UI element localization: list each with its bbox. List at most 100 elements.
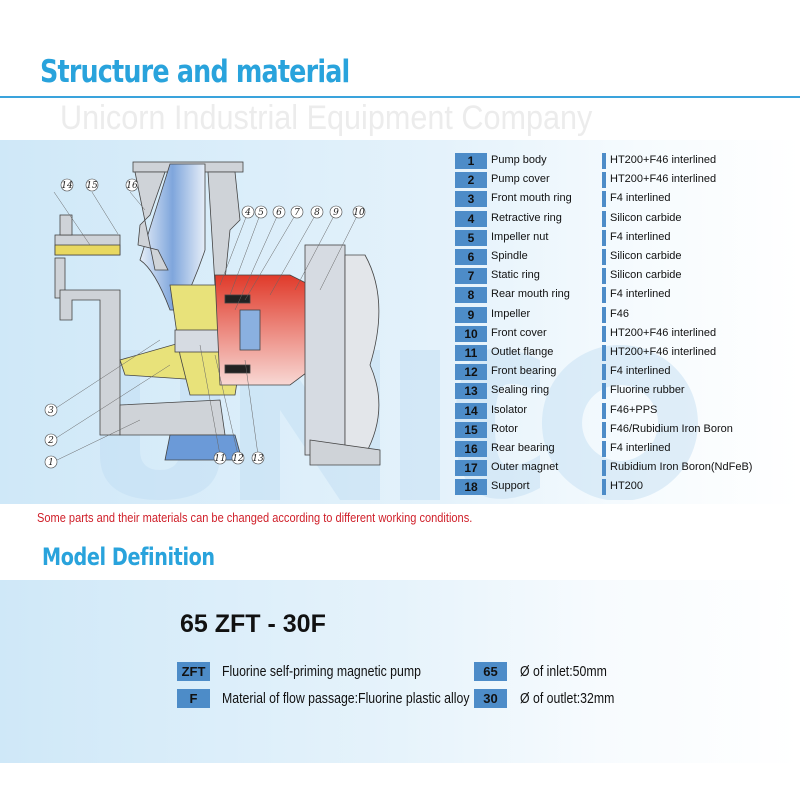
part-number: 14 (455, 402, 487, 419)
part-name: Outer magnet (491, 461, 559, 474)
code-desc-zft: Fluorine self-priming magnetic pump (222, 663, 421, 680)
model-number: 65 ZFT - 30F (180, 610, 326, 638)
materials-note: Some parts and their materials can be ch… (37, 510, 473, 525)
row-marker (602, 441, 606, 457)
callout-10: 10 (353, 208, 365, 218)
part-name: Impeller nut (491, 230, 549, 243)
part-name: Isolator (491, 403, 528, 416)
part-name: Front cover (491, 326, 547, 339)
code-box-zft: ZFT (177, 662, 210, 681)
parts-table-row: 10 Front cover HT200+F46 interlined (455, 325, 795, 343)
part-material: Rubidium Iron Boron(NdFeB) (610, 461, 753, 474)
parts-table-row: 15 Rotor F46/Rubidium Iron Boron (455, 421, 795, 439)
title-divider (0, 96, 800, 98)
pump-cross-section-diagram: 14 15 16 4 5 6 7 8 9 10 3 2 1 11 12 13 (44, 161, 381, 469)
parts-table-row: 9 Impeller F46 (455, 306, 795, 324)
part-number: 15 (455, 421, 487, 438)
row-marker (602, 172, 606, 189)
row-marker (602, 402, 606, 419)
part-material: HT200+F46 interlined (610, 173, 717, 186)
row-marker (602, 345, 606, 361)
callout-9: 9 (333, 208, 339, 218)
parts-table-row: 12 Front bearing F4 interlined (455, 364, 795, 381)
row-marker (602, 153, 606, 169)
part-material: F4 interlined (610, 365, 671, 378)
part-number: 7 (455, 268, 487, 285)
part-name: Pump body (491, 154, 547, 166)
callout-13: 13 (252, 454, 264, 464)
part-material: HT200+F46 interlined (610, 346, 717, 358)
part-name: Front bearing (491, 365, 557, 378)
row-marker (602, 210, 606, 227)
part-material: F46+PPS (610, 403, 658, 416)
callout-5: 5 (258, 208, 264, 218)
callout-3: 3 (48, 406, 54, 416)
part-name: Rear bearing (491, 442, 555, 454)
part-number: 16 (455, 441, 487, 457)
part-name: Retractive ring (491, 211, 562, 224)
callout-6: 6 (276, 208, 282, 218)
part-name: Pump cover (491, 173, 550, 186)
part-number: 1 (455, 153, 487, 169)
callout-12: 12 (232, 454, 244, 464)
code-desc-f: Material of flow passage:Fluorine plasti… (222, 690, 470, 707)
model-definition-title: Model Definition (42, 543, 215, 571)
watermark-text: Unicorn Industrial Equipment Company (60, 99, 593, 137)
part-material: Fluorine rubber (610, 384, 685, 397)
part-material: F4 interlined (610, 442, 671, 454)
part-name: Front mouth ring (491, 192, 572, 205)
part-number: 12 (455, 364, 487, 381)
part-number: 11 (455, 345, 487, 361)
code-box-65: 65 (474, 662, 507, 681)
part-name: Rotor (491, 422, 518, 435)
row-marker (602, 191, 606, 208)
callout-14: 14 (61, 181, 73, 191)
callout-1: 1 (48, 458, 54, 468)
part-number: 3 (455, 191, 487, 208)
row-marker (602, 287, 606, 304)
part-material: F4 interlined (610, 288, 671, 301)
part-number: 9 (455, 306, 487, 323)
part-material: F46 (610, 307, 629, 320)
page-title: Structure and material (40, 54, 350, 90)
row-marker (602, 306, 606, 323)
part-material: F4 interlined (610, 192, 671, 205)
parts-table-row: 14 Isolator F46+PPS (455, 402, 795, 420)
row-marker (602, 364, 606, 381)
part-number: 2 (455, 172, 487, 189)
callout-4: 4 (244, 208, 251, 218)
part-number: 18 (455, 479, 487, 496)
part-material: HT200+F46 interlined (610, 154, 717, 166)
part-number: 6 (455, 249, 487, 265)
model-panel (0, 580, 800, 763)
part-number: 4 (455, 210, 487, 227)
part-number: 10 (455, 325, 487, 342)
row-marker (602, 479, 606, 496)
part-material: HT200+F46 interlined (610, 326, 717, 339)
row-marker (602, 421, 606, 438)
row-marker (602, 268, 606, 285)
callout-7: 7 (294, 208, 300, 218)
part-name: Rear mouth ring (491, 288, 570, 301)
part-material: F4 interlined (610, 230, 671, 243)
callout-15: 15 (86, 181, 98, 191)
part-name: Impeller (491, 307, 531, 320)
code-box-f: F (177, 689, 210, 708)
callout-2: 2 (47, 436, 54, 446)
part-material: HT200 (610, 480, 644, 493)
parts-table-row: 8 Rear mouth ring F4 interlined (455, 287, 795, 304)
part-name: Sealing ring (491, 384, 550, 397)
part-name: Support (491, 480, 530, 493)
part-number: 8 (455, 287, 487, 304)
part-name: Static ring (491, 269, 540, 282)
part-material: F46/Rubidium Iron Boron (610, 422, 733, 435)
row-marker (602, 460, 606, 477)
code-desc-30: Ø of outlet:32mm (520, 690, 615, 707)
part-material: Silicon carbide (610, 250, 682, 262)
callout-16: 16 (126, 181, 138, 191)
